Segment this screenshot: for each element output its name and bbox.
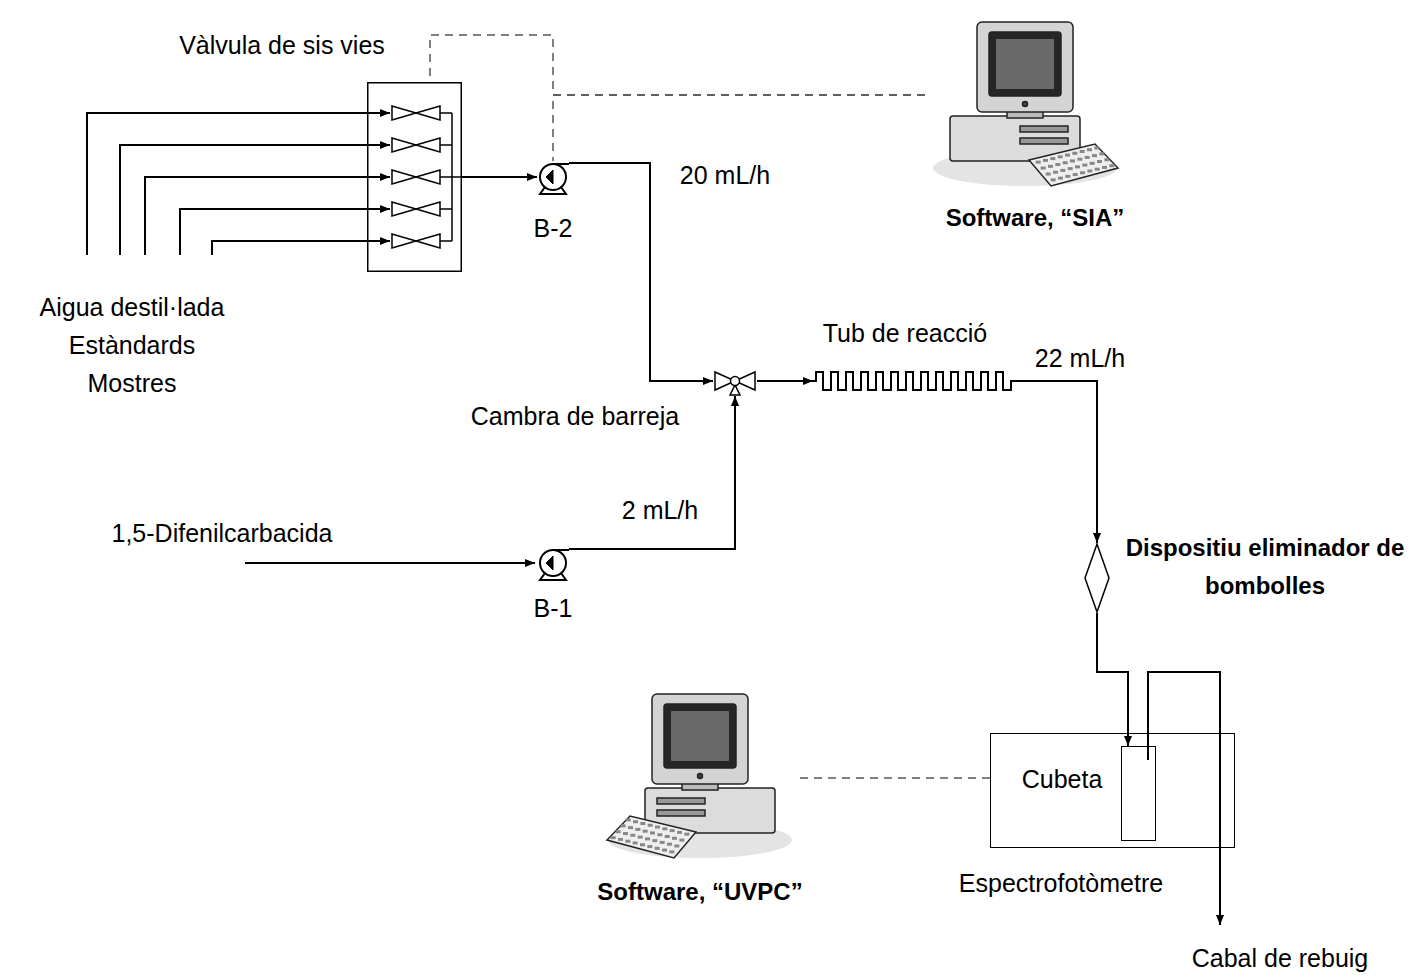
flow-rate: 22 mL/h	[1032, 343, 1128, 373]
computer-icon: Software, “UVPC”	[605, 690, 800, 862]
node-label: Tub de reacció	[823, 318, 987, 348]
pump-symbol-outline	[537, 547, 569, 579]
bubble-trap-outline	[1084, 543, 1110, 613]
node-label: Software, “SIA”	[946, 204, 1125, 233]
control-link	[430, 35, 925, 95]
reaction-coil-outline	[813, 368, 1013, 394]
bubble-trap: Dispositiu eliminador de bombolles	[1084, 543, 1110, 613]
flow-line	[1097, 613, 1128, 746]
cuvette: Cubeta	[1121, 746, 1156, 841]
spectrophotometer-box: EspectrofotòmetreCubeta	[990, 733, 1235, 848]
inlet-line	[212, 241, 390, 255]
flow-line	[757, 380, 813, 382]
node-label: Dispositiu eliminador de bombolles	[1110, 529, 1420, 606]
reaction-coil: Tub de reacció	[813, 368, 1013, 394]
stream-label: Mostres	[88, 368, 177, 398]
node-label: Cambra de barreja	[471, 401, 679, 431]
inlet-line	[145, 177, 390, 255]
stream-label: Estàndards	[69, 330, 195, 360]
flow-rate: 20 mL/h	[677, 160, 773, 190]
six-way-valve: Vàlvula de sis vies	[367, 82, 462, 272]
node-label: B-1	[534, 593, 573, 623]
six-way-valve-outline	[367, 82, 462, 272]
inlet-line	[120, 145, 390, 255]
computer-icon-outline	[605, 690, 800, 862]
inlet-line	[87, 113, 390, 255]
mixing-chamber-outline	[713, 368, 757, 396]
control-link	[800, 777, 990, 779]
stream-label: 1,5-Difenilcarbacida	[112, 518, 333, 548]
inlet-line	[180, 209, 390, 255]
flow-line	[569, 396, 735, 549]
node-label: B-2	[534, 213, 573, 243]
flow-rate: 2 mL/h	[619, 495, 701, 525]
waste-line	[1148, 672, 1220, 925]
node-label: Software, “UVPC”	[597, 878, 802, 907]
node-label: Vàlvula de sis vies	[179, 30, 385, 60]
pump-symbol: B-2	[537, 161, 569, 193]
stream-label: Cabal de rebuig	[1192, 943, 1369, 973]
flow-line	[569, 163, 713, 381]
flow-line	[462, 176, 537, 178]
pump-symbol-outline	[537, 161, 569, 193]
flow-line	[1013, 381, 1097, 543]
computer-icon-outline	[925, 18, 1120, 190]
mixing-chamber: Cambra de barreja	[713, 368, 757, 396]
reagent-line	[245, 562, 535, 564]
computer-icon: Software, “SIA”	[925, 18, 1120, 190]
stream-label: Aigua destil·lada	[40, 292, 225, 322]
node-label: Cubeta	[1022, 764, 1103, 794]
node-label: Espectrofotòmetre	[959, 868, 1163, 898]
control-link	[553, 95, 925, 161]
pump-symbol: B-1	[537, 547, 569, 579]
